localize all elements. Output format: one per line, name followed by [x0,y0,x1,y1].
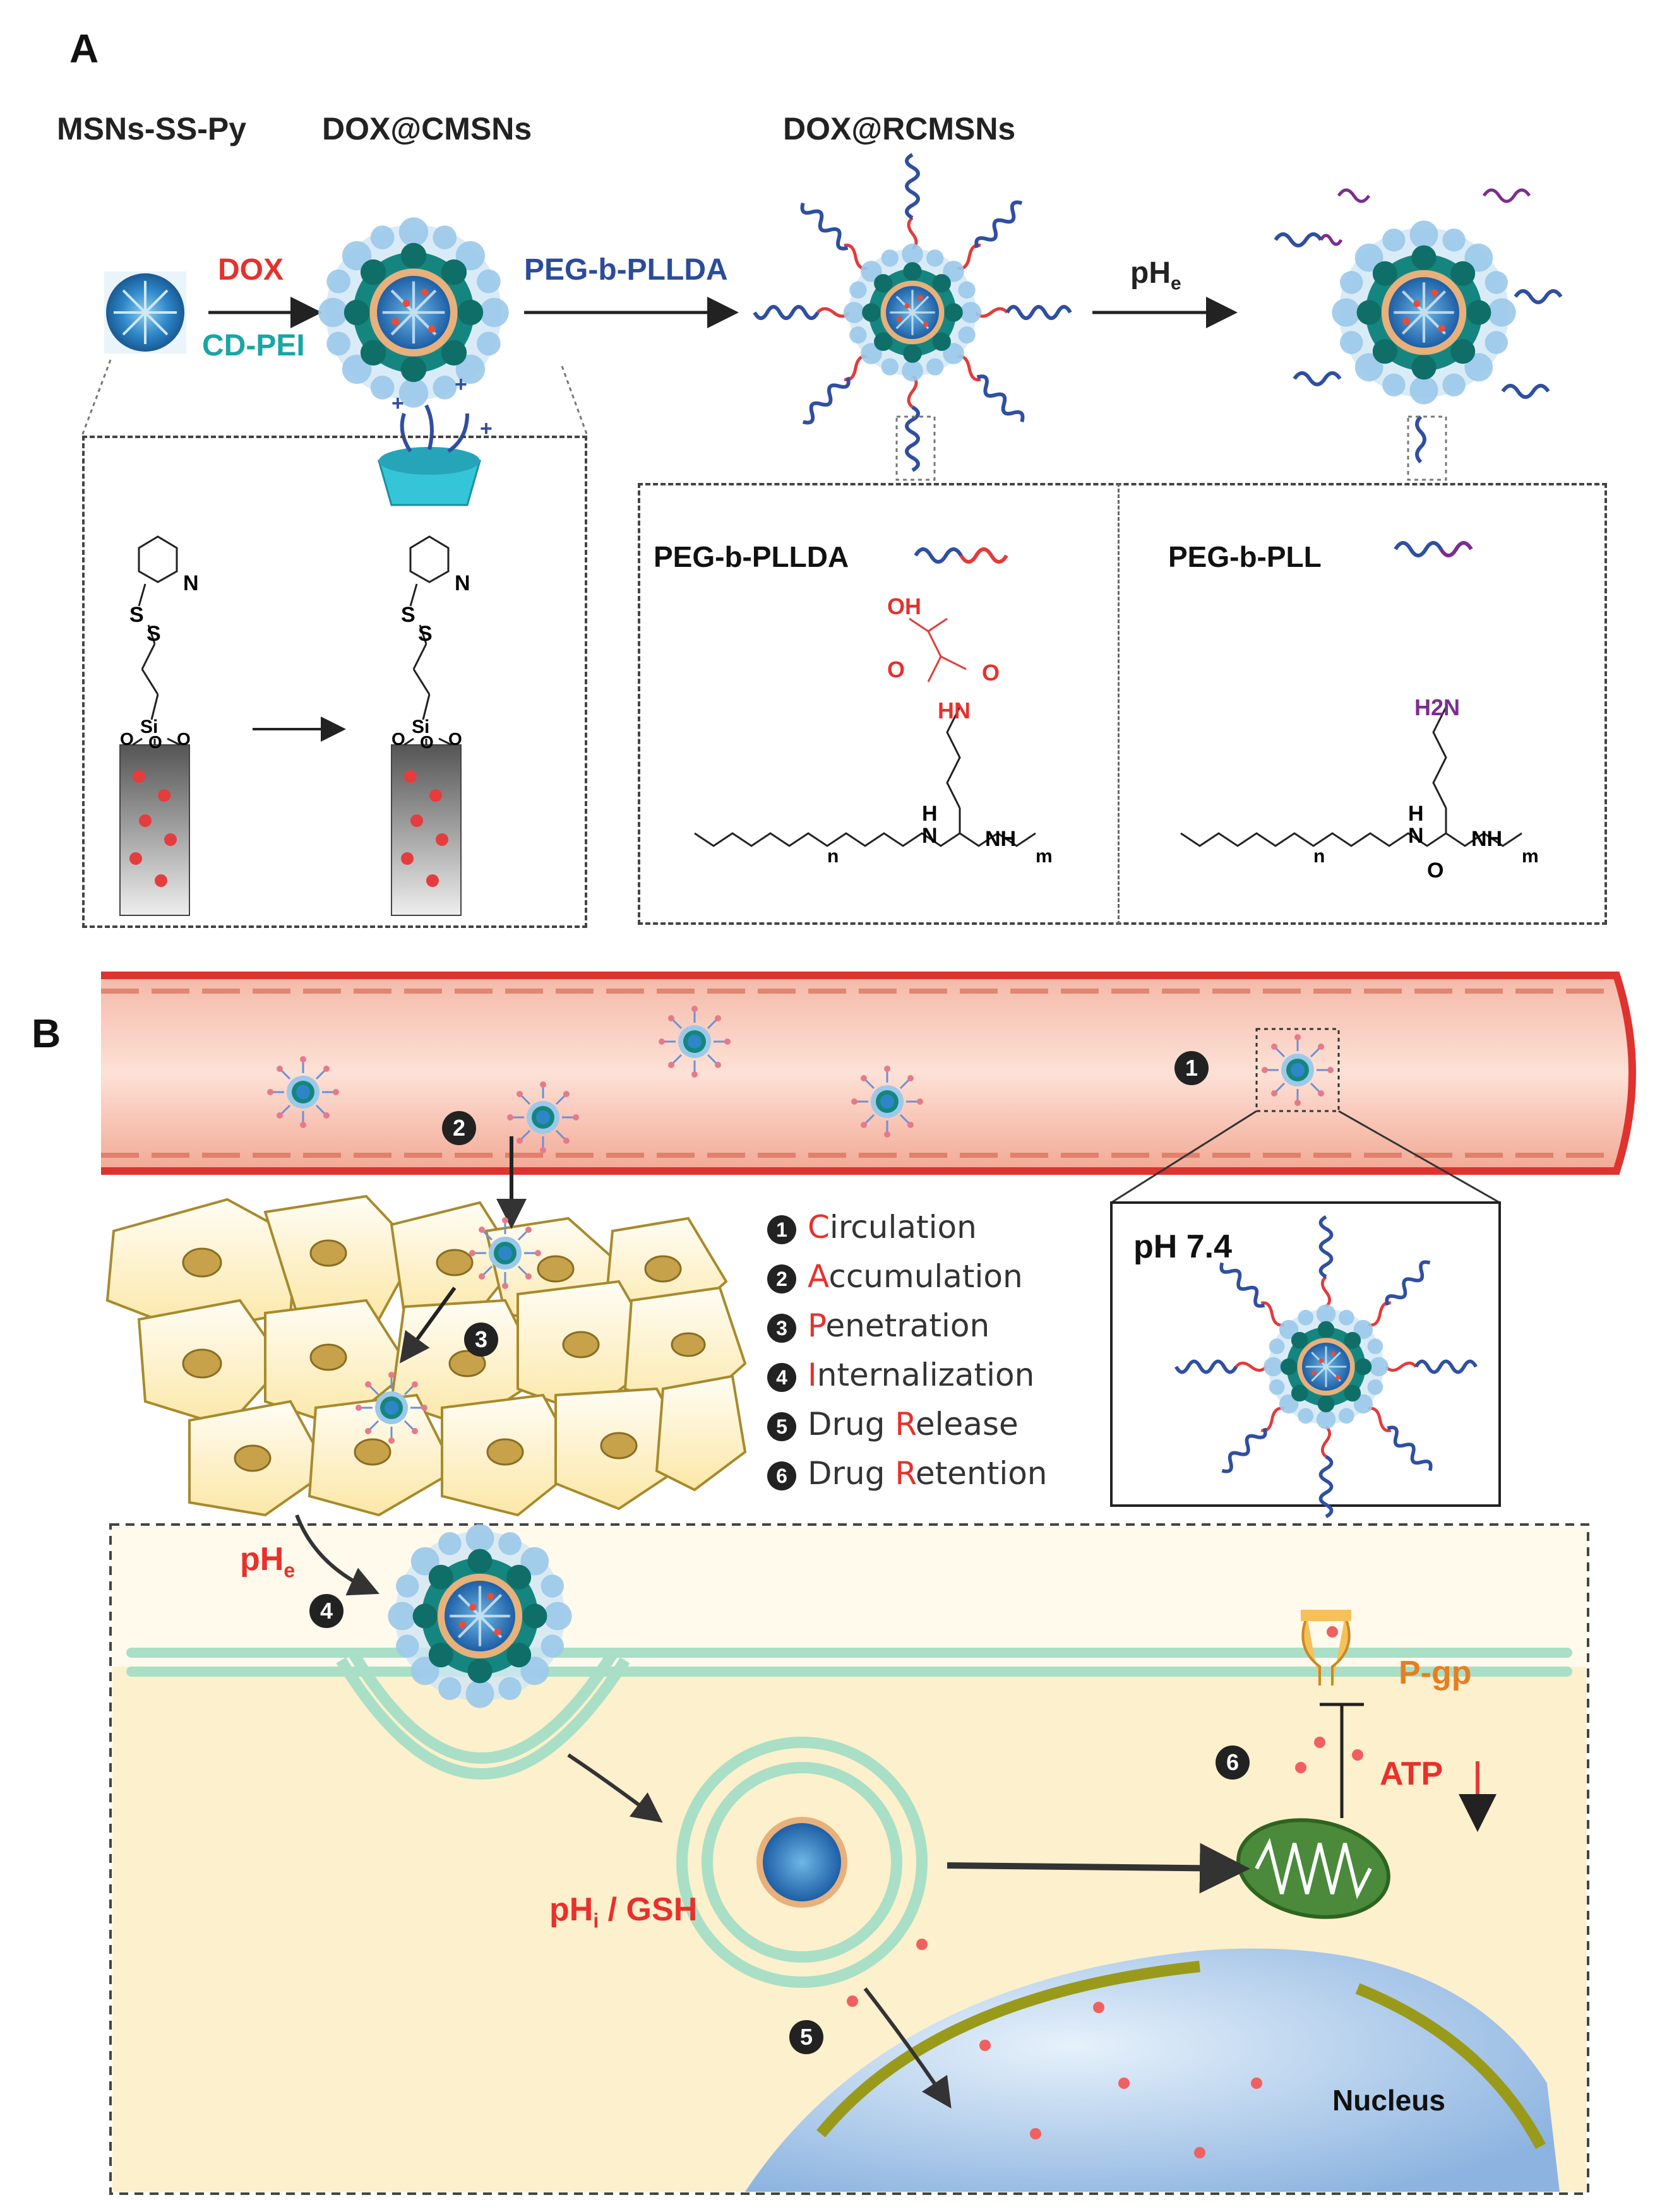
pll-n-sub: n [1313,846,1325,867]
phi-gsh-label: pHi / GSH [549,1891,698,1932]
entering-particle [388,1524,571,1708]
cmsn-particle [318,217,509,408]
circle-label-1: 1 [1174,1051,1209,1085]
arrow1-bottom-label: CD-PEI [202,329,305,362]
pgp-transporter [1301,1610,1351,1686]
chem-right-box [638,483,1607,925]
pll-h2n: H2N [1414,694,1461,720]
inset-particle [1176,1217,1476,1517]
chem-right [694,541,1522,847]
plld-m-sub: m [1036,846,1053,867]
atom-s1-left: S [129,603,144,627]
pll-title: PEG-b-PLL [1168,540,1322,573]
pgp-label: P-gp [1399,1655,1472,1691]
zoom-lines-a [81,359,1447,481]
chem-left: + + + [119,372,493,916]
plus-mark: + [455,372,467,396]
plld-o1: O [887,657,905,682]
pll-nh: NH [1471,827,1503,851]
plld-nh: NH [985,827,1017,851]
msn-particle [104,271,186,354]
plld-oh: OH [887,593,921,619]
pll-o: O [1427,859,1444,883]
plus-mark: + [391,391,404,415]
plus-mark: + [480,417,493,441]
rcmsn-particle [755,155,1070,470]
atom-si-right: Si [412,717,430,737]
pll-m-sub: m [1522,846,1539,867]
plld-n-sub: n [827,846,839,867]
circle-label-3: 3 [464,1323,498,1357]
atom-o-6: O [448,729,462,749]
endosome [676,1737,928,1988]
arrow3-label: pHe [1130,256,1181,294]
chem-divider [1118,483,1120,925]
atom-s1-right: S [401,603,415,627]
arrow2-label: PEG-b-PLLDA [524,253,728,287]
cell-nuclei [182,1239,706,1472]
atom-s2-right: S [418,622,433,646]
circle-label-5: 5 [789,2020,823,2054]
atom-n-left: N [183,571,199,595]
atom-n-right: N [455,571,470,595]
atom-o-3: O [177,729,191,749]
atp-label: ATP [1380,1756,1443,1792]
dox-dots [847,1626,1363,2158]
inset-ph-label: pH 7.4 [1133,1228,1233,1265]
circle-label-2: 2 [442,1111,476,1145]
plld-n: N [922,824,938,848]
blood-vessel [101,972,1636,1175]
atom-si-left: Si [140,717,158,737]
circle-label-4: 4 [309,1594,344,1628]
plld-o2: O [982,660,1000,686]
plld-h: H [922,802,938,826]
nucleus-label: Nucleus [1332,2084,1445,2117]
panel-a-letter: A [69,26,99,71]
zoom-box [1255,1028,1340,1112]
atom-o-5: O [420,732,434,752]
panel-b-letter: B [32,1011,61,1056]
rcmsn-label: DOX@RCMSNs [783,111,1016,146]
atom-s2-left: S [146,622,161,646]
atom-o-4: O [391,729,405,749]
msn-label: MSNs-SS-Py [57,111,247,146]
cmsn-label: DOX@CMSNs [322,111,532,146]
plld-hn: HN [938,698,971,723]
released-particle [1274,188,1563,464]
plld-title: PEG-b-PLLDA [654,540,849,573]
pll-h: H [1408,802,1424,826]
pll-n: N [1408,824,1424,848]
atom-o-2: O [148,732,162,752]
arrow1-top-label: DOX [218,253,284,287]
atom-o-1: O [120,729,134,749]
chem-left-box [82,436,587,928]
circle-label-6: 6 [1216,1745,1250,1780]
nucleus [745,1948,1560,2192]
phe-label: pHe [240,1541,296,1582]
